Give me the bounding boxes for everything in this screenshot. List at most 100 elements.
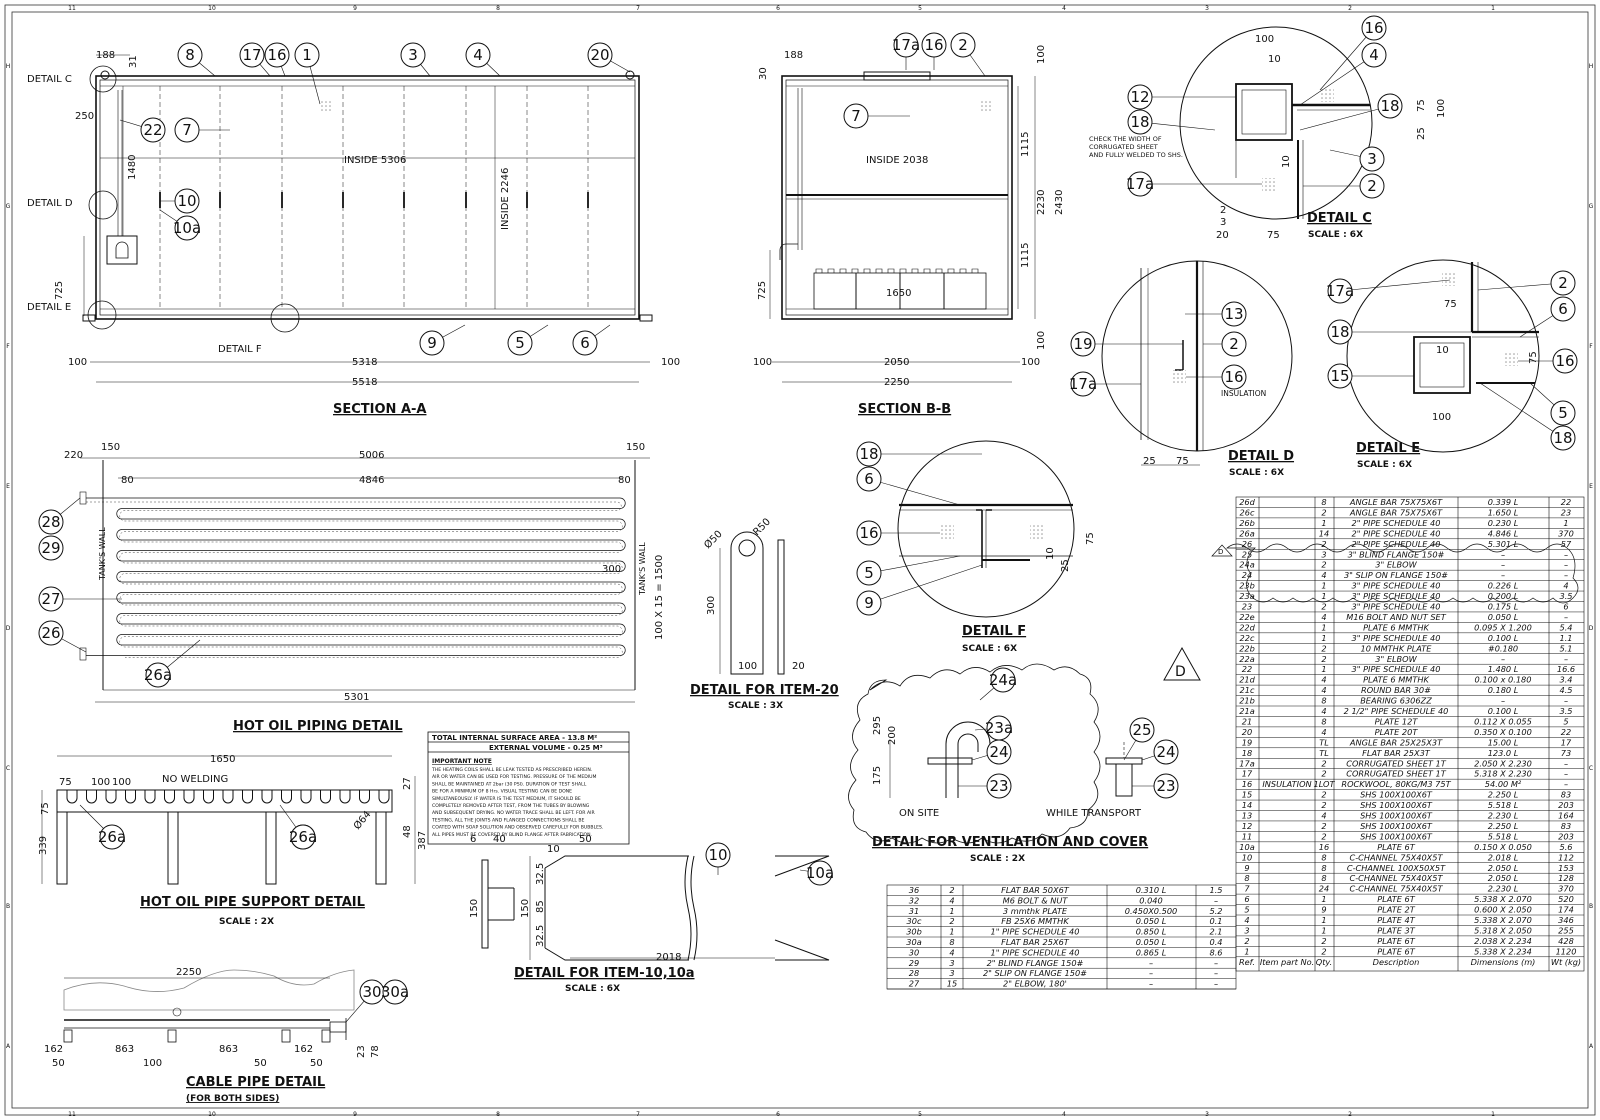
item-balloon: 2 xyxy=(1477,270,1576,296)
border-col-label-top: 9 xyxy=(353,5,357,12)
item-10-dim-10: 10 xyxy=(547,844,560,855)
border-col-label-bottom: 3 xyxy=(1205,1111,1209,1118)
bom-qty: 2 xyxy=(1321,654,1326,664)
support-dim-387: 387 xyxy=(417,831,428,850)
bom-qty: 24 xyxy=(1319,884,1329,894)
cable-dim-863-right: 863 xyxy=(219,1044,238,1055)
border-col-label-top: 8 xyxy=(496,5,500,12)
support-scale: SCALE : 2X xyxy=(219,917,274,927)
bom-weight: 4.5 xyxy=(1559,685,1572,695)
bom-ref: 23b xyxy=(1239,581,1255,591)
note-line: BE FOR A MINIMUM OF 8 Hrs. VISUAL TESTIN… xyxy=(432,789,572,795)
item-10-detail xyxy=(481,855,830,961)
item-balloon: 1 xyxy=(294,42,321,105)
bom-ref: 22b xyxy=(1239,643,1255,653)
bom-qty: 2 xyxy=(949,885,954,895)
bom-ref: 3 xyxy=(1244,925,1249,935)
bom-qty: 3 xyxy=(949,958,954,968)
item-balloon-label: 26a xyxy=(98,828,126,846)
detail-f-label: DETAIL F xyxy=(218,344,262,355)
bom-qty: 1 xyxy=(1321,894,1326,904)
bom-ref: 29 xyxy=(909,958,919,968)
bom-ref: 26c xyxy=(1240,507,1255,517)
item-balloon: 10a xyxy=(799,860,834,886)
item-balloon: 30a xyxy=(381,979,409,1005)
cable-dim-162-left: 162 xyxy=(44,1044,63,1055)
pipe-support-text: HOT OIL PIPE SUPPORT DETAIL SCALE : 2X N… xyxy=(38,754,428,927)
bom-dimensions: 5.518 L xyxy=(1488,831,1519,841)
detail-c-title: DETAIL C xyxy=(1307,211,1372,226)
section-a-a-text: SECTION A-A DETAIL C DETAIL D DETAIL E D… xyxy=(27,50,680,417)
bom-revision-mark: D xyxy=(1218,548,1223,556)
bom-description: ANGLE BAR 75X75X6T xyxy=(1349,497,1443,507)
bom-qty: 3 xyxy=(949,968,954,978)
bom-ref: 32 xyxy=(909,895,919,905)
bom-ref: 10 xyxy=(1242,852,1252,862)
bom-description: C-CHANNEL 75X40X5T xyxy=(1350,884,1444,894)
border-row-label-right: G xyxy=(1589,203,1594,210)
item-balloon-label: 16 xyxy=(859,524,878,542)
bom-weight: 5 xyxy=(1563,716,1568,726)
cable-subtitle: (FOR BOTH SIDES) xyxy=(186,1094,279,1104)
bom-dimensions: 0.180 L xyxy=(1488,685,1519,695)
bom-description: M16 BOLT AND NUT SET xyxy=(1346,612,1446,622)
item-balloon-label: 6 xyxy=(580,334,590,352)
bom-weight: 128 xyxy=(1558,873,1574,883)
bom-qty: 1 xyxy=(949,906,954,916)
bom-description: 3" PIPE SCHEDULE 40 xyxy=(1352,664,1441,674)
bom-dimensions: – xyxy=(1501,570,1505,580)
bom-qty: 2 xyxy=(1321,946,1326,956)
item-10-dim-150b: 150 xyxy=(520,899,531,918)
detail-e-title: DETAIL E xyxy=(1356,441,1420,456)
cable-dim-100: 100 xyxy=(143,1058,162,1069)
border-row-label-left: E xyxy=(6,483,10,490)
bom-dimensions: 0.230 L xyxy=(1488,518,1519,528)
item-balloon-label: 17a xyxy=(1069,375,1097,393)
item-balloon: 29 xyxy=(38,535,64,561)
bom-description: PLATE 6T xyxy=(1377,946,1415,956)
item-balloon-label: 23 xyxy=(989,777,1008,795)
item-balloon: 2 xyxy=(1303,173,1385,199)
item-balloon: 28 xyxy=(38,497,81,535)
border-col-label-bottom: 5 xyxy=(918,1111,922,1118)
support-dim-339: 339 xyxy=(38,836,49,855)
bom-weight: 0.4 xyxy=(1209,937,1222,947)
bom-ref: 22a xyxy=(1239,654,1254,664)
bom-weight: – xyxy=(1564,549,1568,559)
support-title: HOT OIL PIPE SUPPORT DETAIL xyxy=(140,895,365,910)
bom-weight: 153 xyxy=(1558,863,1574,873)
detail-d-dim-75: 75 xyxy=(1176,456,1189,467)
border-row-label-left: G xyxy=(6,203,11,210)
bom-header-cell: Dimensions (m) xyxy=(1471,957,1536,967)
note-line: AIR OR WATER CAN BE USED FOR TESTING. PR… xyxy=(432,774,596,780)
item-balloon-label: 2 xyxy=(1367,177,1377,195)
bom-description: 3" BLIND FLANGE 150# xyxy=(1348,549,1445,559)
hot-oil-dim-80-left: 80 xyxy=(121,475,134,486)
hot-oil-dim-5301: 5301 xyxy=(344,692,369,703)
item-balloon: 26a xyxy=(289,824,317,850)
bom-qty: 15 xyxy=(947,979,957,989)
border-col-label-bottom: 6 xyxy=(776,1111,780,1118)
bom-dimensions: 1.650 L xyxy=(1488,507,1519,517)
border-row-label-right: F xyxy=(1589,343,1593,350)
item-balloon: 20 xyxy=(587,42,631,73)
bom-weight: – xyxy=(1564,654,1568,664)
detail-c-label: DETAIL C xyxy=(27,74,72,85)
item-20-scale: SCALE : 3X xyxy=(728,701,783,711)
bom-dimensions: 5.338 X 2.070 xyxy=(1474,915,1532,925)
item-balloon: 19 xyxy=(1070,331,1183,357)
item-balloon-label: 10a xyxy=(173,219,201,237)
bom-qty: 2 xyxy=(1321,790,1326,800)
bom-weight: 4 xyxy=(1563,581,1568,591)
bom-qty: 1 xyxy=(949,927,954,937)
bom-ref: 9 xyxy=(1244,863,1249,873)
bom-ref: 31 xyxy=(909,906,919,916)
item-balloon-label: 18 xyxy=(1553,429,1572,447)
item-10-dim-85: 85 xyxy=(535,900,546,913)
